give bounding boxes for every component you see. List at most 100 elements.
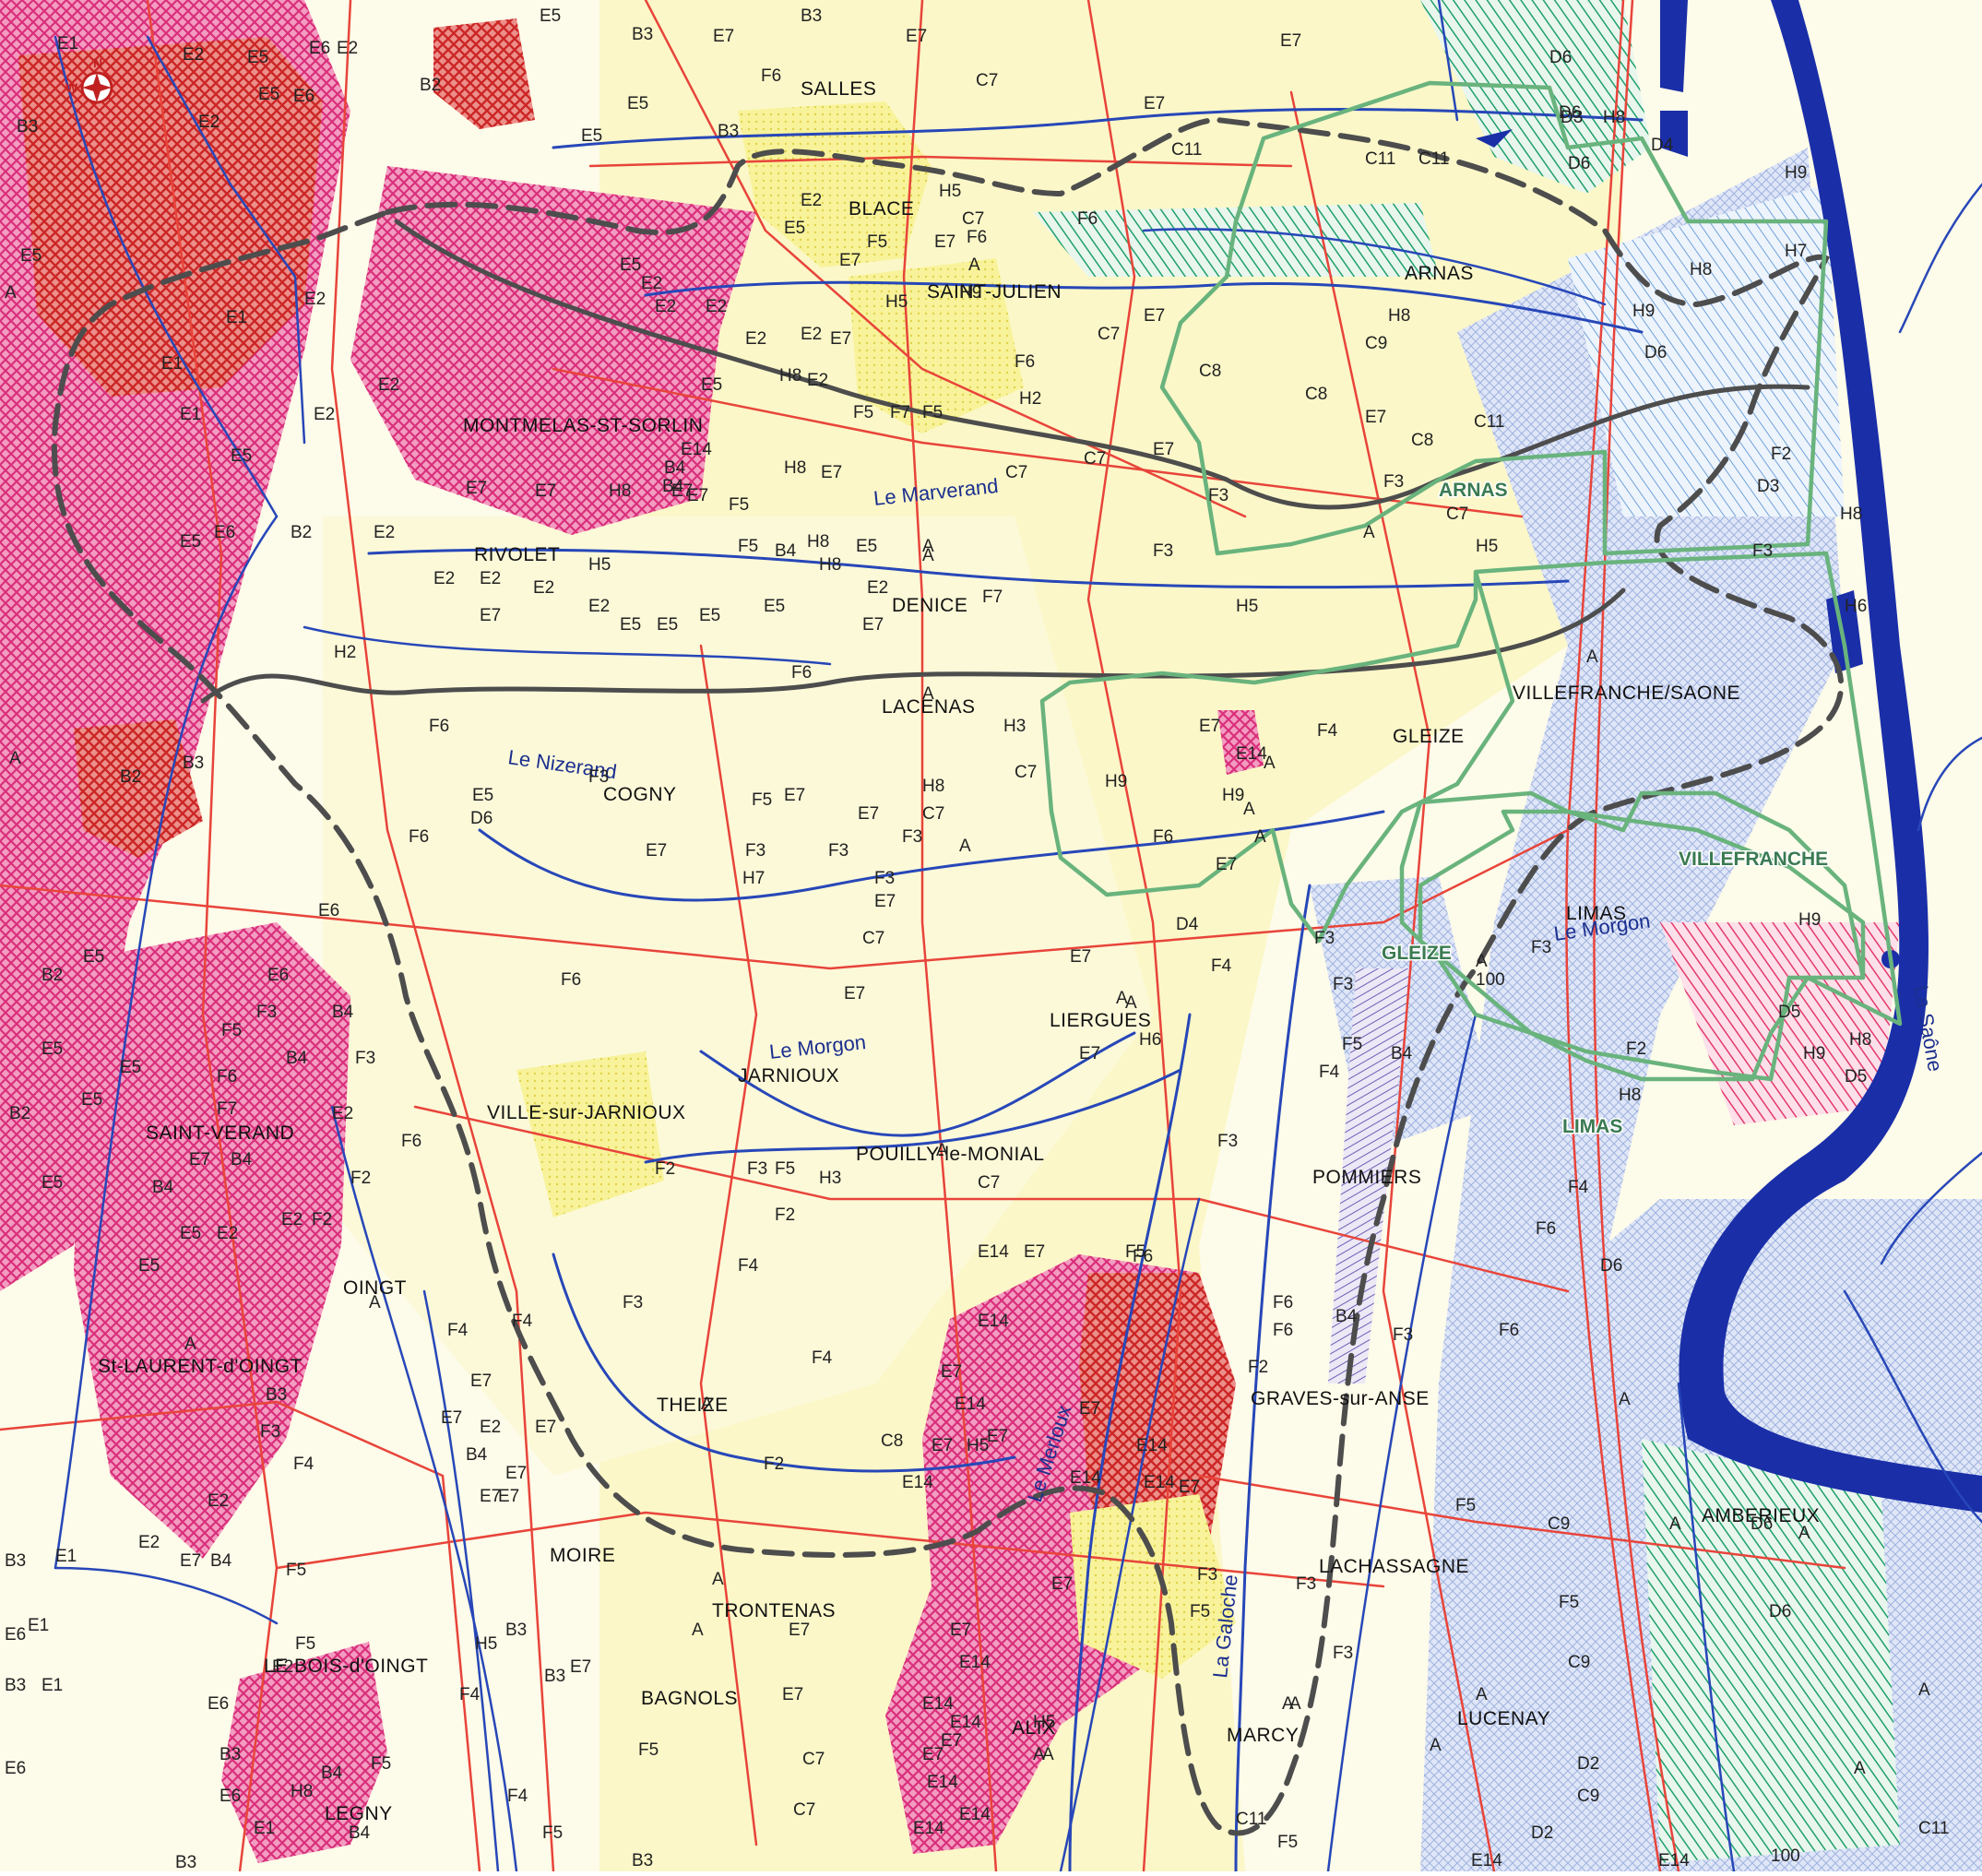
watershed-boundary xyxy=(51,116,1845,1836)
geology-code: B4 xyxy=(1391,1044,1413,1063)
geology-code: F5 xyxy=(729,495,749,515)
geology-code: E2 xyxy=(217,1224,238,1243)
geology-code: H2 xyxy=(1019,389,1041,409)
geology-code: H9 xyxy=(1798,910,1821,930)
geology-code: E7 xyxy=(1179,1478,1200,1497)
geology-code: A xyxy=(936,1141,948,1160)
geology-code: F2 xyxy=(312,1210,332,1229)
geology-code: 100 xyxy=(1476,970,1505,990)
red-north-zone xyxy=(433,18,535,129)
geology-code: A xyxy=(1854,1759,1866,1778)
geology-code: F5 xyxy=(542,1823,563,1843)
geology-code: C7 xyxy=(1446,505,1468,524)
place-label: GRAVES-sur-ANSE xyxy=(1251,1388,1430,1409)
geology-code: F5 xyxy=(371,1754,391,1774)
stream xyxy=(1142,228,1607,306)
geology-code: E2 xyxy=(304,290,326,309)
geology-code: E7 xyxy=(687,486,708,505)
geology-code: E7 xyxy=(180,1551,201,1571)
geology-code: E5 xyxy=(20,246,42,266)
geology-code: H5 xyxy=(588,555,611,575)
geology-code: F3 xyxy=(260,1422,280,1442)
geology-code: D6 xyxy=(470,809,493,828)
geology-code: 100 xyxy=(1771,1846,1800,1866)
place-label: MONTMELAS-ST-SORLIN xyxy=(463,415,703,436)
geology-code: E7 xyxy=(874,892,896,911)
geology-code: E14 xyxy=(959,1805,991,1824)
geology-code: E5 xyxy=(701,375,722,395)
geology-code: E6 xyxy=(318,901,339,920)
geology-code: E2 xyxy=(374,523,395,542)
geology-code: B4 xyxy=(286,1049,308,1068)
geology-code: C7 xyxy=(1098,325,1120,344)
place-label: VILLE-sur-JARNIOUX xyxy=(487,1102,686,1123)
stream xyxy=(330,1105,518,1873)
road xyxy=(0,1400,481,1873)
geology-code: C8 xyxy=(1305,385,1327,404)
place-label: SALLES xyxy=(801,78,876,100)
place-label: LIERGUES xyxy=(1050,1010,1151,1031)
geology-code: F7 xyxy=(890,403,910,422)
geology-code: B4 xyxy=(210,1551,232,1571)
geology-code: E2 xyxy=(480,569,501,588)
geology-code: E1 xyxy=(161,354,183,374)
geology-code: H8 xyxy=(1388,306,1410,326)
geology-code: F5 xyxy=(638,1740,659,1760)
geology-code: E2 xyxy=(655,297,676,316)
geology-code: E7 xyxy=(470,1371,492,1391)
geology-code: D6 xyxy=(1600,1256,1622,1276)
geology-code: E1 xyxy=(180,405,201,424)
geology-code: B3 xyxy=(17,117,38,137)
geology-code: E7 xyxy=(839,251,860,270)
geology-code: F6 xyxy=(1499,1321,1519,1340)
geology-code: F4 xyxy=(1211,956,1232,976)
red-west-zone xyxy=(74,719,203,858)
geology-code: A xyxy=(1430,1736,1442,1755)
geology-code: F3 xyxy=(1314,929,1335,948)
road xyxy=(1086,0,1182,1873)
geology-code: E14 xyxy=(922,1694,954,1714)
geology-code: C7 xyxy=(802,1750,825,1769)
geology-code: D4 xyxy=(1651,136,1674,155)
stream xyxy=(1880,1151,1982,1265)
saint-julien-river-line xyxy=(644,280,1644,334)
geology-code: D5 xyxy=(1778,1003,1800,1022)
geology-code: F6 xyxy=(561,970,581,990)
geology-code: E2 xyxy=(337,39,358,58)
place-label: LACENAS xyxy=(882,696,976,718)
place-label: SAINT-VERAND xyxy=(146,1122,294,1144)
geology-code: A xyxy=(1125,993,1137,1013)
limas-commune-boundary xyxy=(1399,790,1866,1082)
geology-code: B3 xyxy=(220,1745,241,1764)
geology-code: H9 xyxy=(959,283,981,303)
geology-code: E5 xyxy=(784,219,805,238)
geology-code: E2 xyxy=(745,329,766,349)
geology-code: F2 xyxy=(775,1205,795,1225)
place-label: BAGNOLS xyxy=(641,1688,738,1709)
geology-code: H8 xyxy=(807,532,829,552)
geology-code: E7 xyxy=(505,1464,527,1483)
geology-code: H8 xyxy=(609,481,631,501)
galoche-river-line xyxy=(1234,884,1311,1873)
yellow-oingt-zone xyxy=(516,1051,664,1217)
geology-code: E7 xyxy=(1365,408,1386,427)
place-labels: SALLES BLACE SAINT-JULIEN MONTMELAS-ST-S… xyxy=(98,78,1820,1824)
geology-code: E7 xyxy=(784,786,805,805)
geology-code: E7 xyxy=(570,1657,591,1677)
place-label: MOIRE xyxy=(550,1545,615,1566)
geology-code: F6 xyxy=(791,663,812,683)
geology-code: D2 xyxy=(1577,1754,1599,1774)
geology-code: C7 xyxy=(976,71,998,90)
geology-code: C11 xyxy=(1365,149,1395,169)
geology-code: E7 xyxy=(906,27,927,46)
geology-code: F5 xyxy=(1455,1496,1476,1515)
geology-code: A xyxy=(1798,1524,1810,1543)
road xyxy=(146,0,279,1873)
geology-code: E7 xyxy=(941,1731,962,1751)
place-label: TRONTENAS xyxy=(712,1600,836,1621)
geology-code: F6 xyxy=(1536,1219,1556,1239)
geology-code: F3 xyxy=(1333,1644,1353,1663)
geology-code: E14 xyxy=(955,1395,986,1414)
geology-code: F3 xyxy=(1333,975,1353,994)
